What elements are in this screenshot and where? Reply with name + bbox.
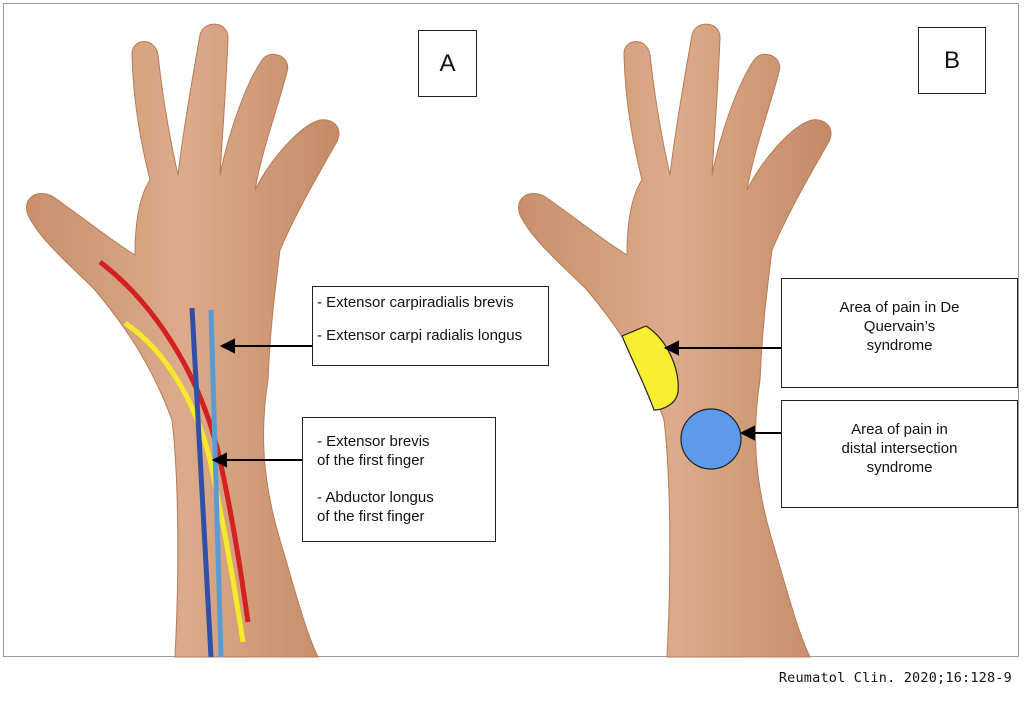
arrow-intersection-head (739, 425, 755, 441)
intersection-label-box: Area of pain in distal intersection synd… (781, 400, 1018, 508)
arrow-quervain-head (663, 340, 679, 356)
quervain-label-line3: syndrome (866, 337, 933, 354)
tendon-yellow (123, 320, 246, 643)
first-finger-label-line4: of the first finger (317, 508, 425, 525)
first-finger-label-box: - Extensor brevis of the first finger - … (302, 417, 496, 542)
quervain-label-line2: Quervain’s (863, 318, 936, 335)
intersection-label-line1: Area of pain in (851, 421, 948, 438)
radialis-label-line2: - Extensor carpi radialis longus (317, 327, 523, 344)
hand-a (26, 23, 340, 658)
tendon-dark-blue (189, 307, 214, 658)
arrows (211, 338, 781, 468)
quervain-label-line1: Area of pain in De (839, 299, 960, 316)
radialis-label-line1: - Extensor carpiradialis brevis (317, 294, 514, 311)
first-finger-label-line3: - Abductor longus (317, 489, 434, 506)
intersection-label-line3: syndrome (866, 459, 933, 476)
tendon-lines (98, 260, 251, 658)
radialis-label-box: - Extensor carpiradialis brevis - Extens… (312, 286, 549, 366)
first-finger-label-line1: - Extensor brevis (317, 433, 430, 450)
hand-b (518, 23, 832, 658)
panel-a-letter: A (418, 30, 477, 97)
intersection-label-line2: distal intersection (841, 440, 958, 457)
journal-citation: Reumatol Clin. 2020;16:128-9 (778, 670, 1012, 686)
first-finger-label-line2: of the first finger (317, 452, 425, 469)
intersection-pain-area (680, 408, 742, 470)
quervain-label-box: Area of pain in De Quervain’s syndrome (781, 278, 1018, 388)
tendon-red (98, 260, 251, 623)
arrow-first-finger-head (211, 452, 227, 468)
panel-b-letter: B (918, 27, 986, 94)
arrow-radialis-head (219, 338, 235, 354)
tendon-light-blue (208, 309, 224, 658)
figure-frame (3, 3, 1019, 657)
